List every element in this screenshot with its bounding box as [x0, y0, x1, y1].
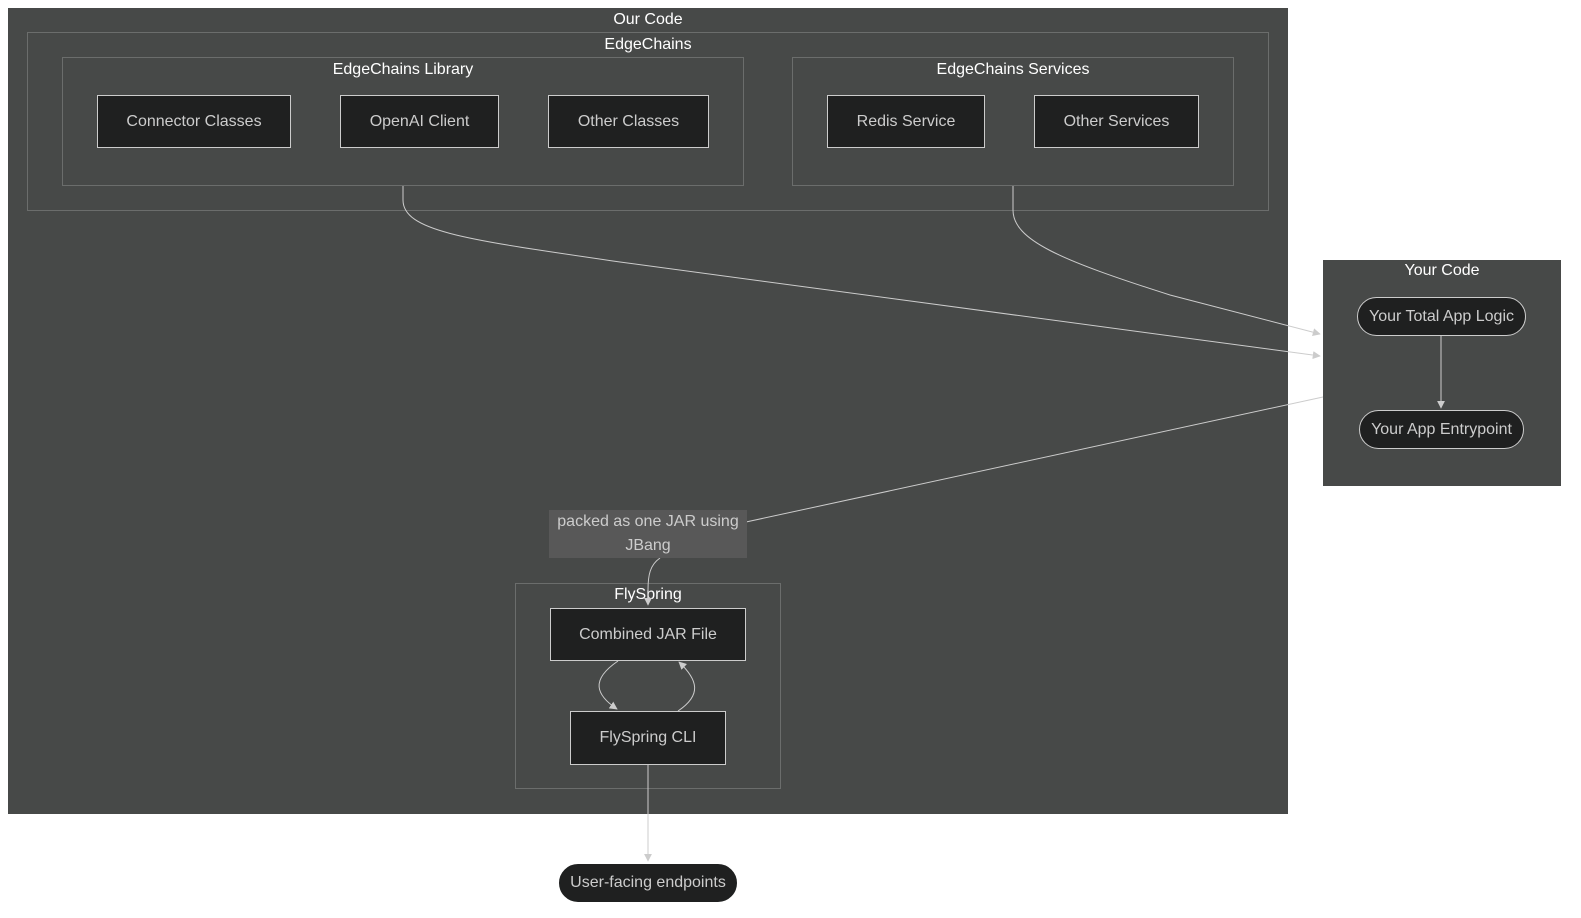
node-other-services: Other Services — [1034, 95, 1199, 148]
node-user-facing-endpoints: User-facing endpoints — [559, 864, 737, 902]
node-your-total-app-logic: Your Total App Logic — [1357, 297, 1526, 336]
cluster-edgechains-library: EdgeChains Library — [62, 57, 744, 186]
edge-label-packed-as-one-jar: packed as one JAR using JBang — [549, 510, 747, 558]
cluster-edgechains-services: EdgeChains Services — [792, 57, 1234, 186]
cluster-your-code: Your Code — [1323, 260, 1561, 486]
cluster-title-edgechains-library: EdgeChains Library — [332, 61, 474, 78]
node-connector-classes: Connector Classes — [97, 95, 291, 148]
cluster-title-edgechains: EdgeChains — [604, 36, 692, 53]
node-combined-jar-file: Combined JAR File — [550, 608, 746, 661]
node-label: Connector Classes — [126, 112, 262, 130]
cluster-title-flyspring: FlySpring — [614, 586, 682, 603]
node-other-classes: Other Classes — [548, 95, 709, 148]
node-label: Your Total App Logic — [1368, 307, 1514, 325]
node-label: Other Services — [1063, 112, 1170, 130]
node-label: OpenAI Client — [369, 112, 470, 130]
node-label: Redis Service — [856, 112, 956, 130]
node-flyspring-cli: FlySpring CLI — [570, 711, 726, 765]
node-your-app-entrypoint: Your App Entrypoint — [1359, 410, 1524, 449]
node-label: Other Classes — [577, 112, 680, 130]
node-openai-client: OpenAI Client — [340, 95, 499, 148]
cluster-title-your-code: Your Code — [1404, 262, 1480, 279]
edge-label-text: packed as one JAR using JBang — [557, 513, 739, 554]
node-redis-service: Redis Service — [827, 95, 985, 148]
node-label: FlySpring CLI — [599, 729, 697, 746]
node-label: User-facing endpoints — [570, 874, 726, 891]
node-label: Your App Entrypoint — [1371, 420, 1512, 438]
node-label: Combined JAR File — [579, 625, 717, 643]
cluster-title-our-code: Our Code — [613, 11, 683, 28]
cluster-title-edgechains-services: EdgeChains Services — [936, 61, 1090, 78]
